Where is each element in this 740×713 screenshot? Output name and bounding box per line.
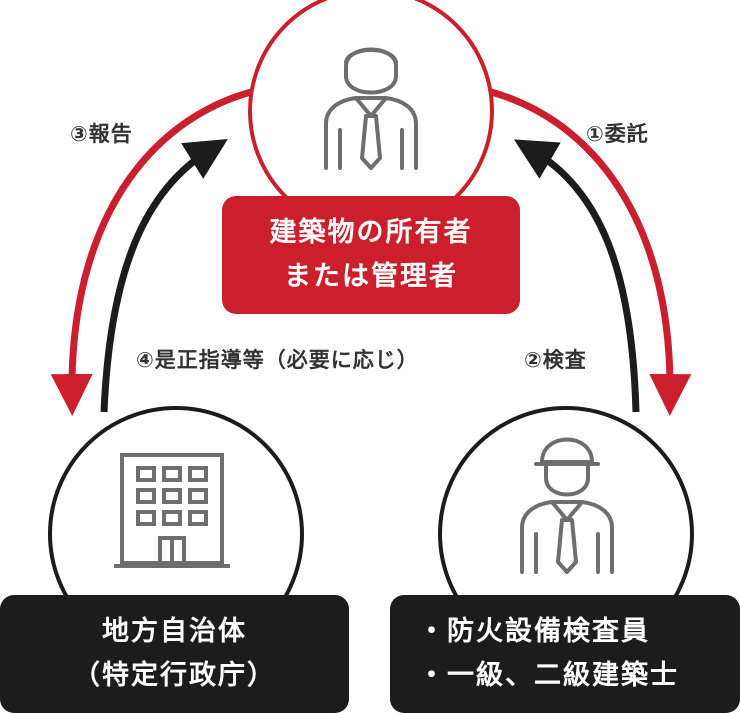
owner-line-2: または管理者 <box>284 261 458 292</box>
inspector-box: ・防火設備検査員 ・一級、二級建築士 <box>390 595 740 713</box>
correction-arrow <box>100 138 228 413</box>
inspection-label: ②検査 <box>524 348 587 372</box>
report-label: ③報告 <box>70 122 133 146</box>
inspector-line-2: ・一級、二級建築士 <box>418 660 679 691</box>
inspector-line-1: ・防火設備検査員 <box>418 616 650 647</box>
government-box: 地方自治体 （特定行政庁） <box>0 595 349 713</box>
office-building-icon <box>114 453 230 568</box>
entrust-label: ①委託 <box>586 122 649 146</box>
businessman-icon <box>324 47 418 170</box>
government-line-2: （特定行政庁） <box>73 660 276 691</box>
worker-helmet-icon <box>520 437 614 574</box>
correction-label: ④是正指導等（必要に応じ） <box>136 348 419 372</box>
report-arrow <box>50 88 252 416</box>
entrust-arrow <box>490 88 692 416</box>
owner-box: 建築物の所有者 または管理者 <box>222 196 520 314</box>
inspection-arrow <box>513 139 640 413</box>
owner-line-1: 建築物の所有者 <box>269 217 473 248</box>
government-line-1: 地方自治体 <box>102 616 247 647</box>
